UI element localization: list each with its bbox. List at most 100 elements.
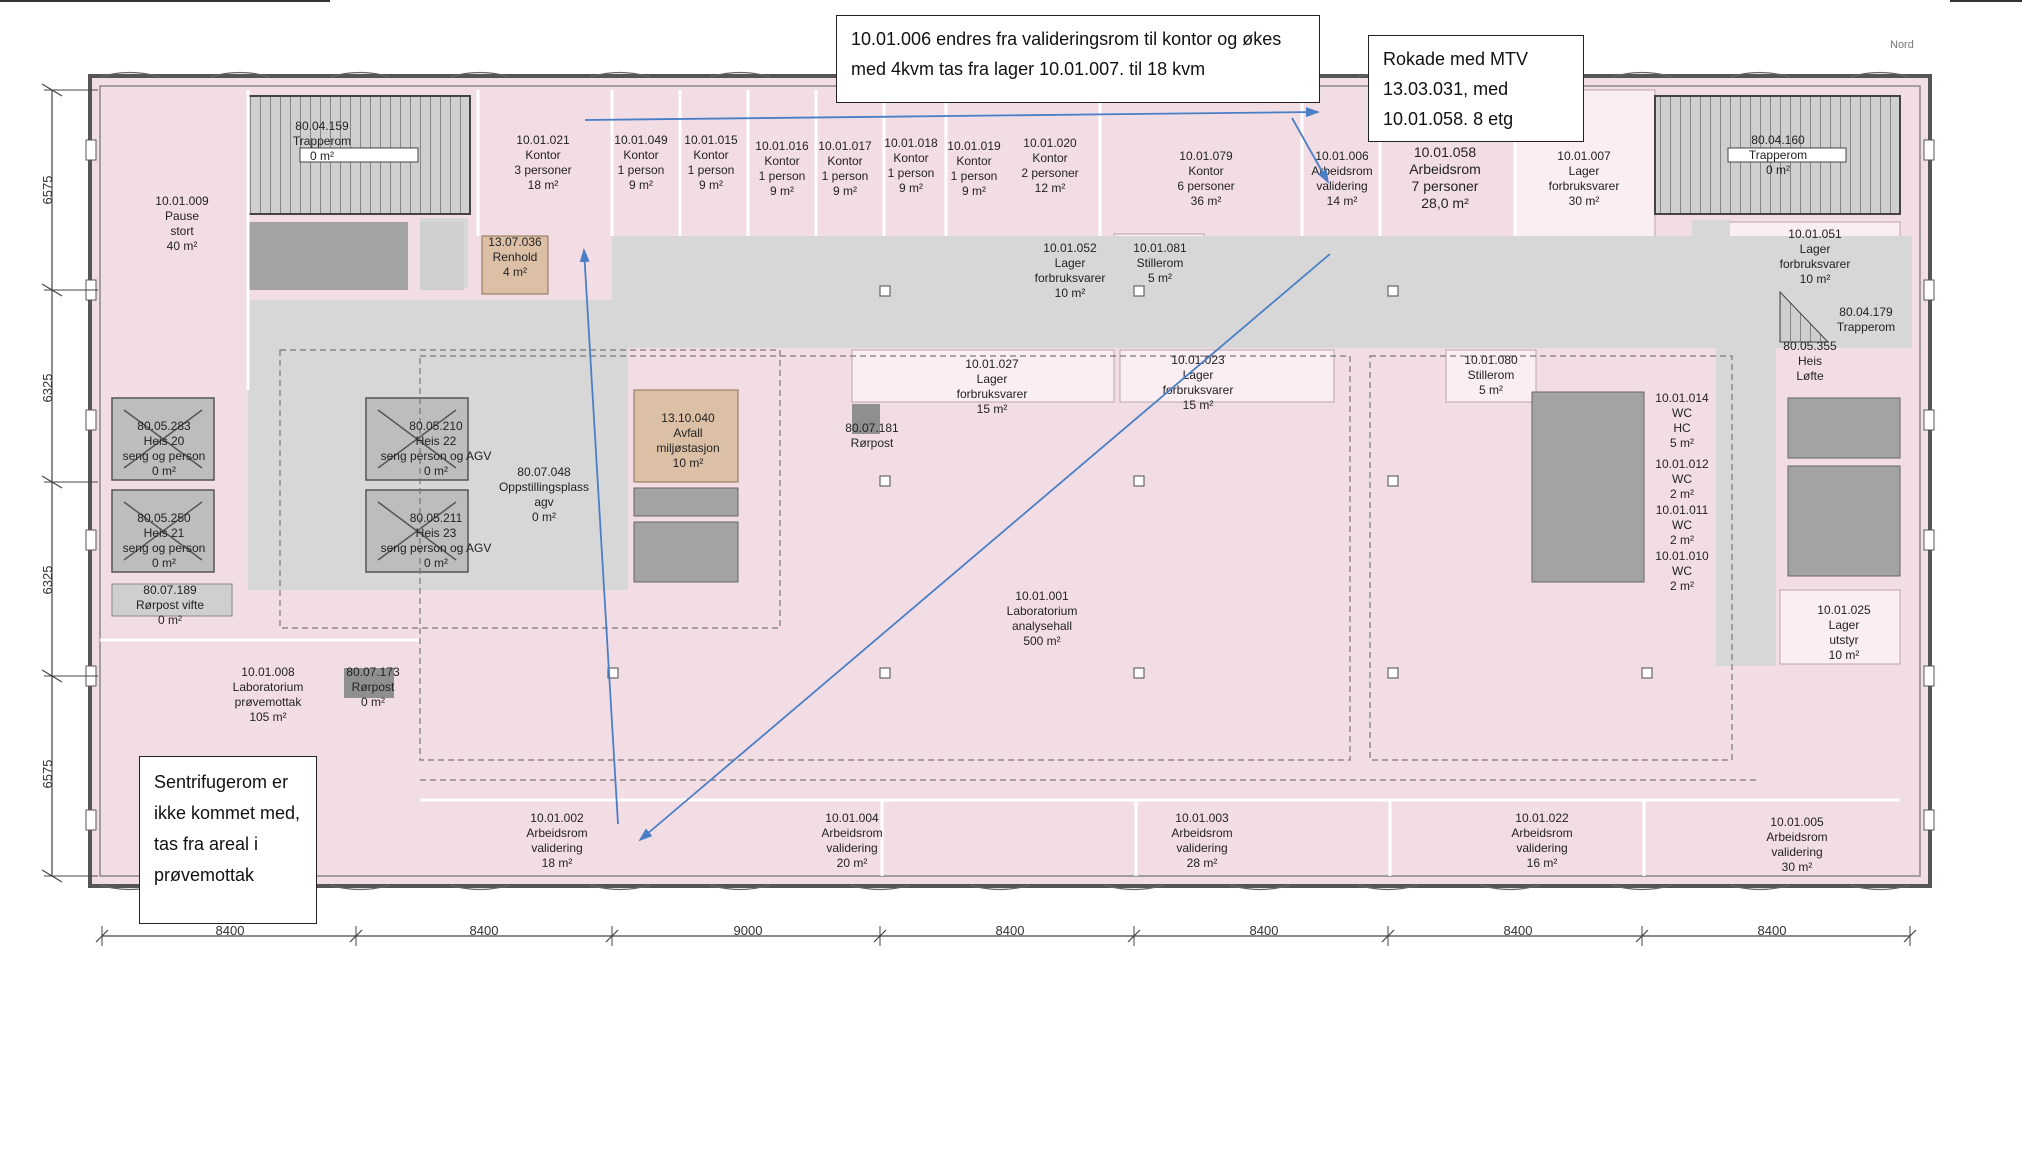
dimension-ticks (41, 83, 1917, 946)
window-right-4 (1923, 665, 1935, 687)
corridor-east (1716, 290, 1776, 666)
callout-right: Rokade med MTV 13.03.031, med 10.01.058.… (1368, 35, 1584, 142)
shaft-east-3 (1787, 465, 1901, 577)
window-right-0 (1923, 139, 1935, 161)
room-zone-10-01-027 (851, 349, 1115, 403)
room-zone-10-01-023 (1119, 349, 1335, 403)
window-bottom-11 (1479, 884, 1541, 891)
room-13-07-036 (481, 235, 549, 295)
shaft-west (248, 222, 408, 290)
window-top-0 (99, 71, 161, 78)
dimension-lines (51, 90, 1910, 937)
window-bottom-10 (1357, 884, 1419, 891)
window-top-4 (589, 71, 651, 78)
room-13-10-040 (633, 389, 739, 483)
dim-left-0: 6575 (40, 176, 55, 205)
top-rule-left (0, 0, 330, 2)
window-bottom-7 (969, 884, 1031, 891)
window-top-5 (709, 71, 771, 78)
dim-bottom-1: 8400 (470, 923, 499, 938)
dim-left-3: 6575 (40, 760, 55, 789)
window-bottom-2 (329, 884, 391, 891)
window-left-0 (85, 139, 97, 161)
window-top-14 (1849, 71, 1911, 78)
dim-bottom-0: 8400 (216, 923, 245, 938)
dashed-zones (279, 349, 1760, 781)
window-bottom-14 (1849, 884, 1911, 891)
window-top-3 (449, 71, 511, 78)
shaft-east (1531, 391, 1645, 583)
elevator-group (111, 397, 469, 573)
shaft-east-2 (1787, 397, 1901, 459)
room-zone-10-01-025 (1779, 589, 1901, 665)
arrow-rokade (1291, 117, 1329, 184)
window-bottom-12 (1611, 884, 1673, 891)
room-zone-10-01-080 (1445, 349, 1537, 403)
stair-landing-west (299, 147, 419, 163)
window-bottom-4 (589, 884, 651, 891)
window-right-2 (1923, 409, 1935, 431)
window-bottom-13 (1729, 884, 1791, 891)
dim-bottom-5: 8400 (1504, 923, 1533, 938)
dim-bottom-3: 8400 (996, 923, 1025, 938)
window-bottom-5 (709, 884, 771, 891)
shaft-center-1 (633, 487, 739, 517)
window-top-2 (329, 71, 391, 78)
window-top-1 (209, 71, 271, 78)
window-right-5 (1923, 809, 1935, 831)
window-bottom-9 (1229, 884, 1291, 891)
stair-landing-east (1727, 147, 1847, 163)
arrow-renhold (579, 248, 619, 825)
callout-bottom: Sentrifugerom er ikke kommet med, tas fr… (139, 756, 317, 924)
dim-left-1: 6325 (40, 374, 55, 403)
window-right-1 (1923, 279, 1935, 301)
dim-left-2: 6325 (40, 566, 55, 595)
arrow-to-10-01-002 (638, 253, 1331, 842)
top-rule-right (1950, 0, 2022, 2)
arrow-top-to-10-01-006 (584, 107, 1320, 121)
window-left-5 (85, 809, 97, 831)
room-partitions (100, 90, 1900, 876)
room-80-07-189 (111, 583, 233, 617)
dim-bottom-6: 8400 (1758, 923, 1787, 938)
rorpost-box-181 (852, 404, 880, 434)
window-top-13 (1729, 71, 1791, 78)
dim-bottom-4: 8400 (1250, 923, 1279, 938)
stair-small-east (1779, 290, 1830, 343)
